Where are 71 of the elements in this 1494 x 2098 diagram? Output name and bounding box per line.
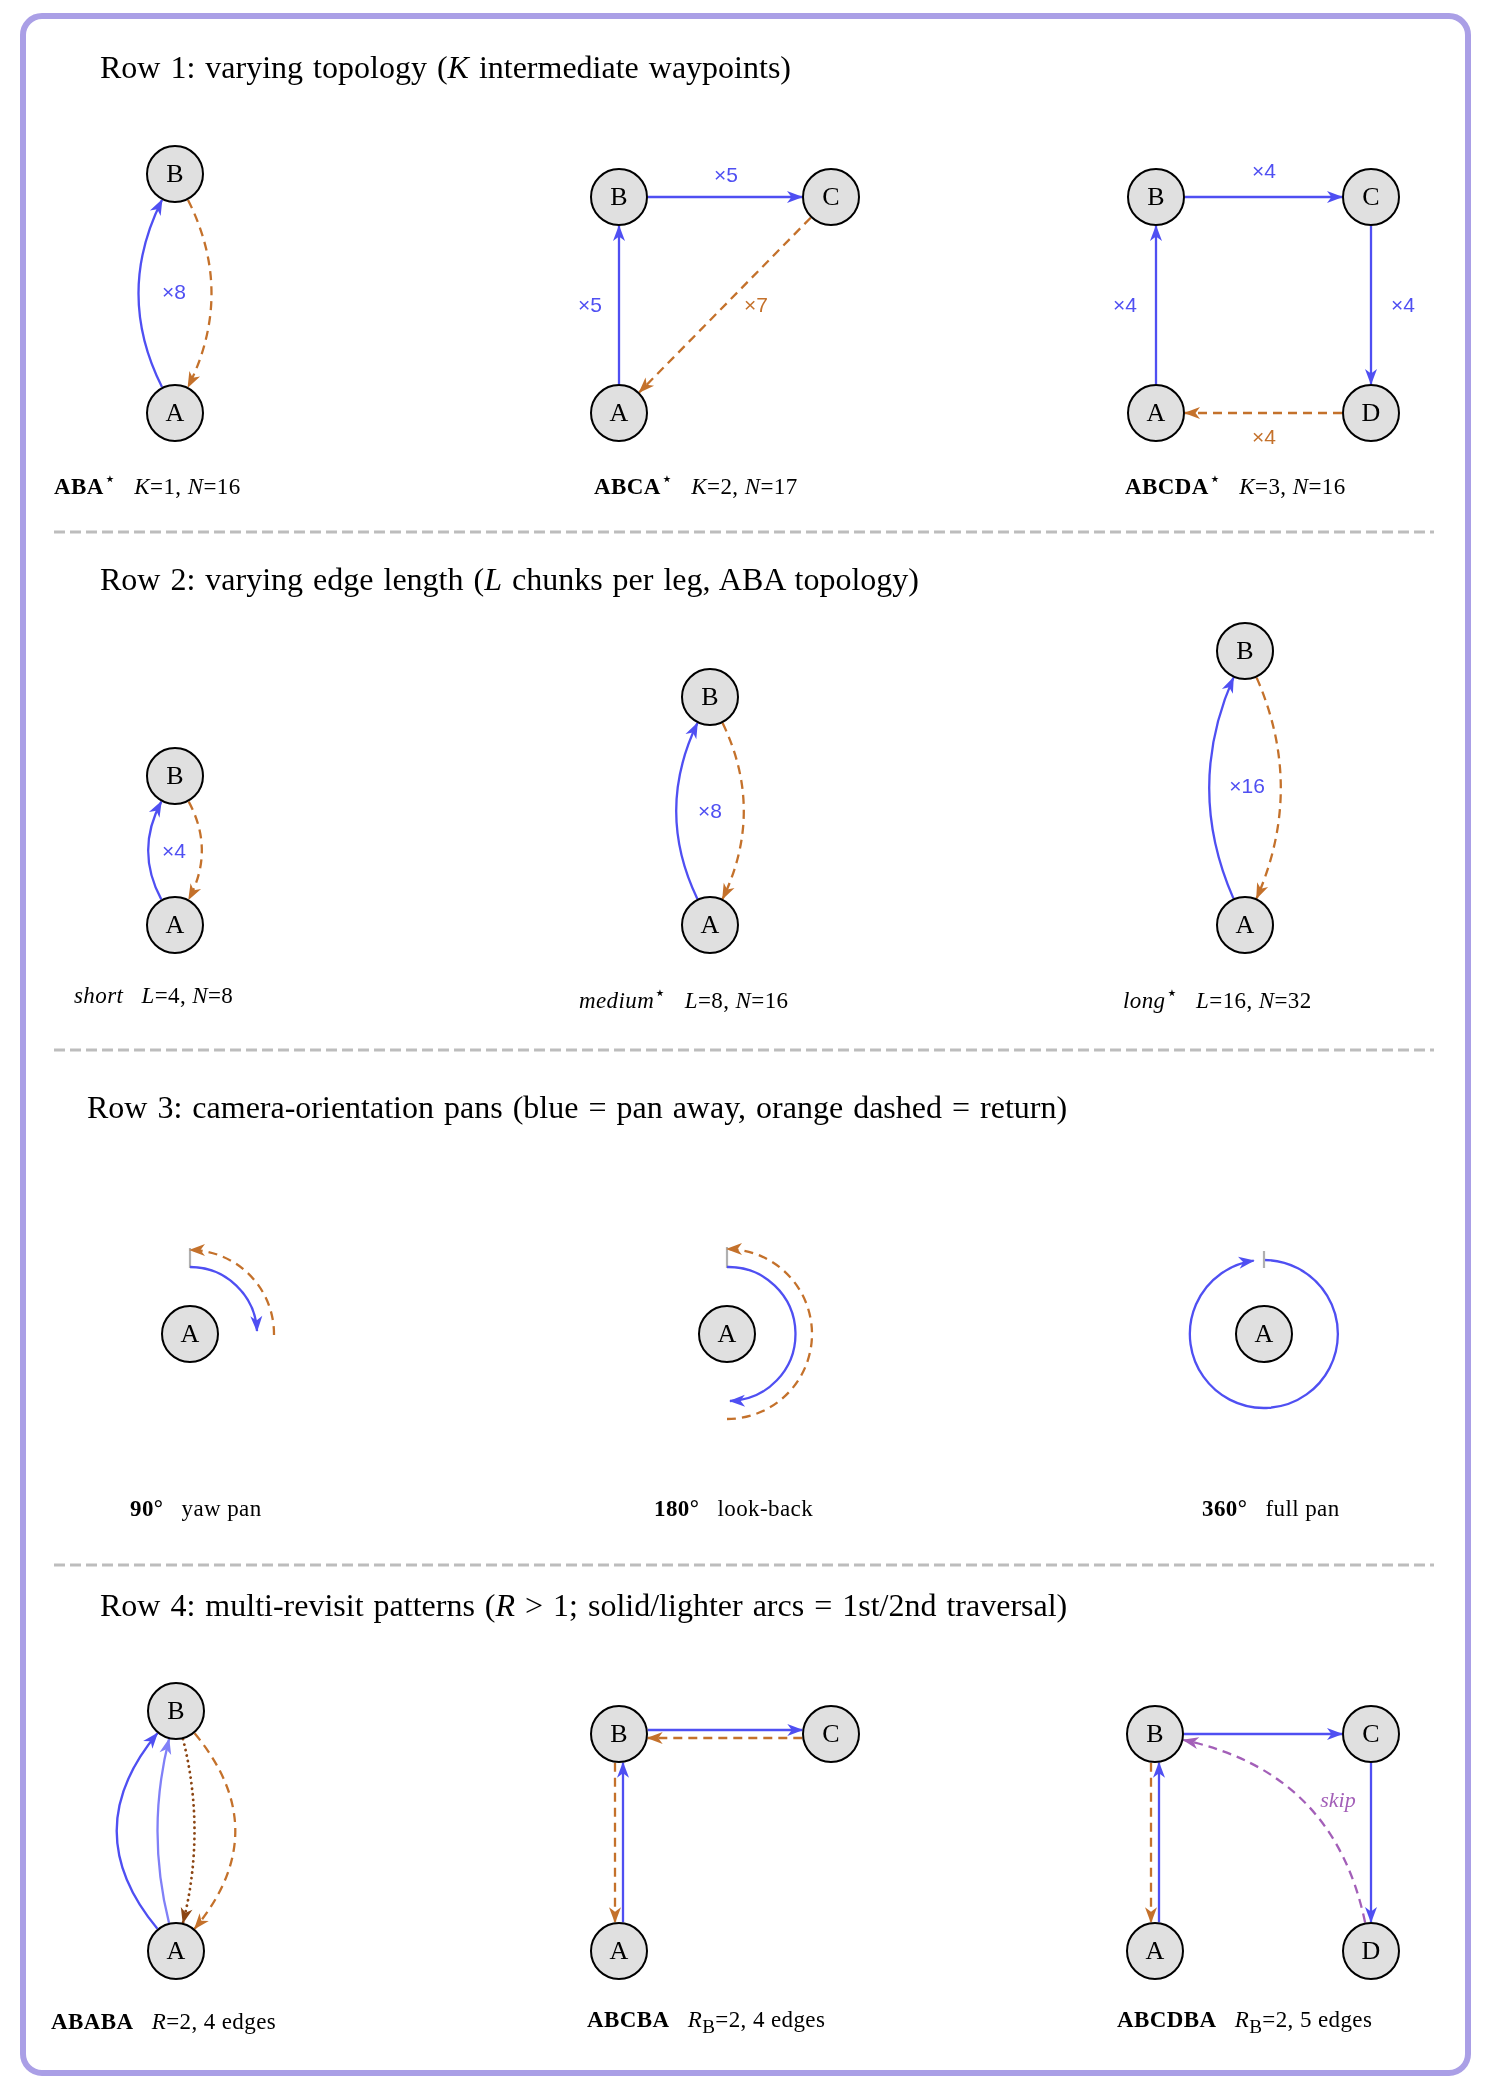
dashed-arrow — [646, 1732, 803, 1744]
curved-dashed-arrow — [186, 199, 213, 388]
curved-dashed-arrow — [1255, 677, 1282, 900]
node-circle: A — [1235, 1305, 1293, 1363]
arrow — [617, 1761, 629, 1923]
row-heading: Row 3: camera-orientation pans (blue = pan away, orange dashed = return) — [87, 1087, 1068, 1127]
node-circle: A — [147, 1922, 205, 1980]
arrow — [648, 191, 803, 203]
arrow — [1365, 226, 1377, 385]
dashed-arrow — [609, 1762, 621, 1924]
curved-arrow — [675, 722, 699, 900]
panel-caption: medium$^{⋆}$ L=8, N=16 — [579, 981, 789, 1015]
node-circle: B — [590, 168, 648, 226]
node-circle: B — [146, 747, 204, 805]
node-circle: A — [1126, 1922, 1184, 1980]
arrow — [1365, 1763, 1377, 1923]
dashed-arrow — [1145, 1762, 1157, 1924]
arrow — [1153, 1761, 1165, 1923]
node-circle: B — [146, 145, 204, 203]
node-circle: A — [1127, 384, 1185, 442]
row-heading: Row 2: varying edge length (L chunks per leg, ABA topology) — [100, 559, 919, 599]
panel-caption: ABCBA R$_{B}$=2, 4 edges — [587, 2006, 826, 2038]
panel-caption: ABA$^{⋆}$ K=1, N=16 — [54, 467, 241, 501]
panel-caption: 180° look-back — [654, 1495, 814, 1523]
node-circle: C — [1342, 1705, 1400, 1763]
curved-arrow — [115, 1732, 159, 1930]
node-circle: A — [161, 1305, 219, 1363]
arrow — [1184, 1728, 1343, 1740]
dashed-arrow — [1184, 407, 1342, 419]
node-circle: A — [146, 896, 204, 954]
node-circle: A — [146, 384, 204, 442]
node-circle: B — [590, 1705, 648, 1763]
curved-arrow — [137, 199, 164, 388]
node-circle: B — [147, 1682, 205, 1740]
panel-caption: ABCDA$^{⋆}$ K=3, N=16 — [1125, 467, 1346, 501]
node-circle: B — [1127, 168, 1185, 226]
node-circle: B — [681, 668, 739, 726]
node-circle: A — [590, 384, 648, 442]
curved-arrow — [1208, 676, 1235, 899]
curved-dashed-arrow — [193, 1732, 237, 1930]
node-circle: C — [802, 1705, 860, 1763]
node-circle: A — [590, 1922, 648, 1980]
curved-arrow — [147, 800, 163, 900]
curved-dashed-arrow — [721, 722, 745, 900]
node-circle: C — [802, 168, 860, 226]
arrow — [1185, 191, 1343, 203]
node-circle: A — [698, 1305, 756, 1363]
node-circle: C — [1342, 168, 1400, 226]
node-circle: A — [1216, 896, 1274, 954]
panel-caption: ABCDBA R$_{B}$=2, 5 edges — [1117, 2006, 1373, 2038]
node-circle: A — [681, 896, 739, 954]
panel-caption: 90° yaw pan — [130, 1495, 262, 1523]
node-circle: B — [1216, 622, 1274, 680]
curved-dashed-arrow — [187, 801, 203, 901]
panel-caption: 360° full pan — [1202, 1495, 1340, 1523]
node-circle: D — [1342, 384, 1400, 442]
curved-dotted-arrow — [180, 1737, 196, 1925]
panel-caption: long$^{⋆}$ L=16, N=32 — [1123, 981, 1312, 1015]
curved-arrow — [156, 1738, 172, 1924]
node-circle: B — [1126, 1705, 1184, 1763]
dashed-arrow — [638, 216, 812, 394]
row-heading: Row 4: multi-revisit patterns (R > 1; solid/lighter arcs = 1st/2nd traversal) — [100, 1585, 1068, 1625]
arrow — [1150, 225, 1162, 384]
curved-dashed-arrow — [1182, 1737, 1367, 1923]
node-circle: D — [1342, 1922, 1400, 1980]
arrow — [613, 225, 625, 384]
arrow — [647, 1724, 804, 1736]
panel-caption: ABCA$^{⋆}$ K=2, N=17 — [594, 467, 798, 501]
row-heading: Row 1: varying topology (K intermediate waypoints) — [100, 47, 791, 87]
panel-caption: ABABA R=2, 4 edges — [51, 2008, 277, 2036]
panel-caption: short L=4, N=8 — [74, 982, 234, 1010]
